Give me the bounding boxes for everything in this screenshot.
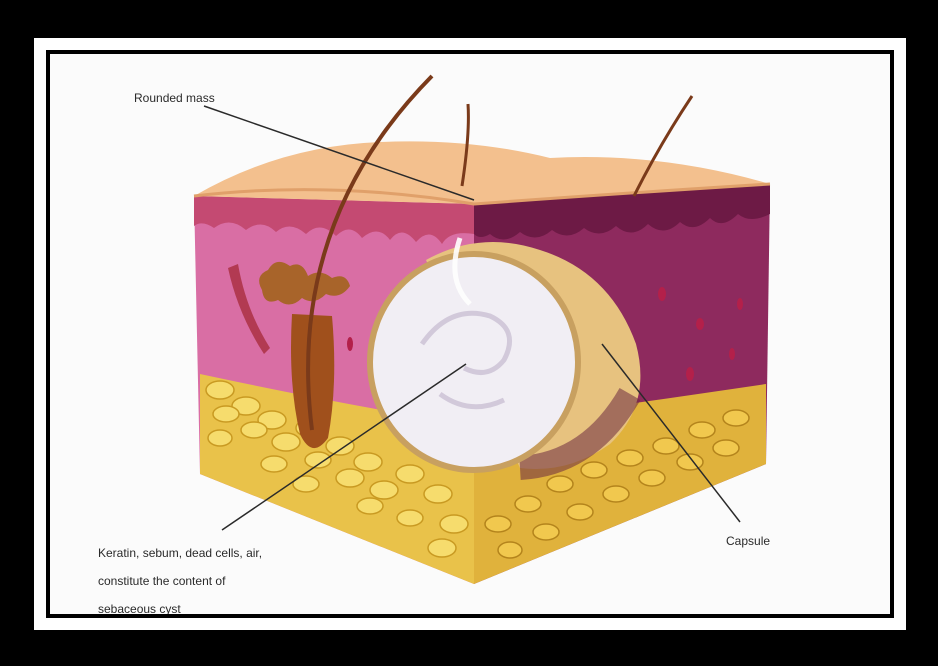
label-capsule: Capsule: [726, 534, 770, 548]
cyst-content: [370, 254, 578, 470]
label-cyst-content-line-3: sebaceous cyst: [98, 602, 328, 614]
sebaceous-cyst-illustration: [50, 54, 890, 614]
label-cyst-content: Keratin, sebum, dead cells, air, constit…: [98, 532, 328, 614]
label-cyst-content-line-1: Keratin, sebum, dead cells, air,: [98, 546, 328, 560]
diagram-canvas: Rounded mass Capsule Keratin, sebum, dea…: [50, 54, 890, 614]
label-rounded-mass: Rounded mass: [134, 91, 215, 105]
label-cyst-content-line-2: constitute the content of: [98, 574, 328, 588]
